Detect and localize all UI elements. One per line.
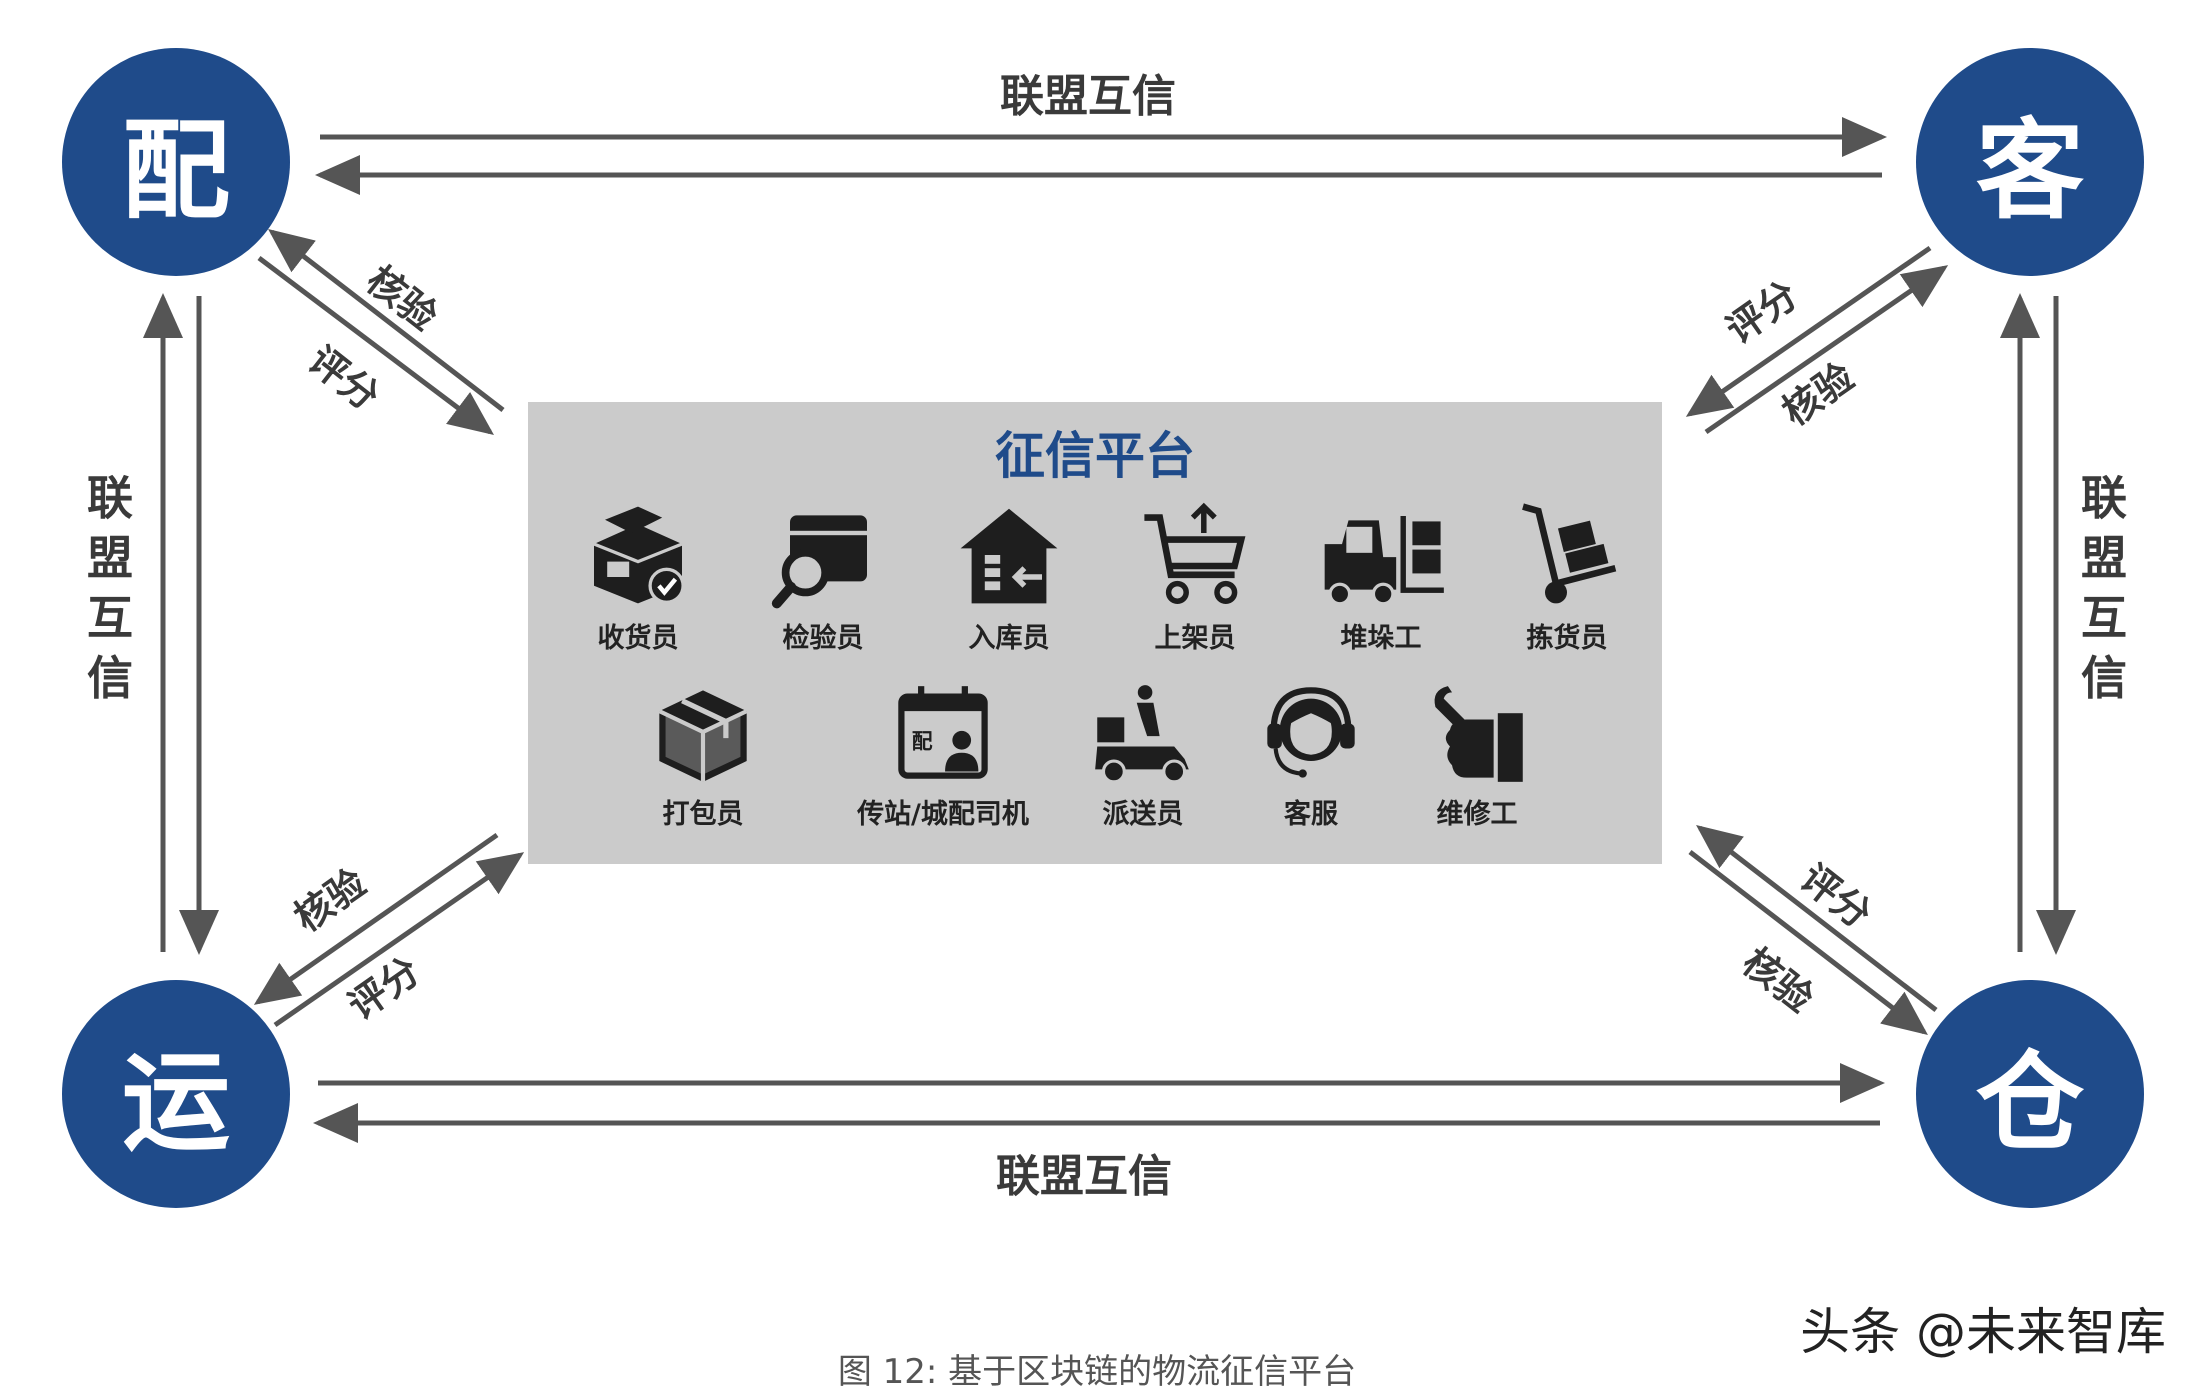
figure-caption: 图 12: 基于区块链的物流征信平台	[837, 1352, 1357, 1392]
role-picker: 拣货员	[1482, 500, 1652, 655]
node-cang-label: 仓	[1975, 1041, 2084, 1166]
warehouse-inbound-icon	[960, 508, 1058, 604]
arrow-platform-to-cang	[1688, 850, 1928, 1036]
node-yun: 运	[62, 980, 290, 1208]
role-picker-label: 拣货员	[1526, 623, 1608, 654]
alliance-label-right: 联盟互信	[2081, 471, 2127, 705]
arrow-yun-to-platform	[273, 852, 525, 1028]
platform-title: 征信平台	[995, 427, 1195, 485]
role-driver: 配 传站/城配司机	[828, 682, 1058, 831]
forklift-icon	[1324, 516, 1444, 606]
role-inspector-label: 检验员	[782, 623, 864, 654]
role-inbound: 入库员	[924, 500, 1094, 655]
arrow-pei-to-platform	[257, 256, 494, 436]
role-customer-service: 客服	[1226, 682, 1396, 831]
role-receiver-label: 收货员	[597, 623, 679, 654]
role-repairer: 维修工	[1392, 682, 1562, 831]
delivery-scooter-icon	[1095, 685, 1189, 784]
watermark: 头条 @未来智库	[1800, 1303, 2166, 1361]
arrow-ke-to-platform	[1685, 245, 1932, 417]
headset-agent-icon	[1267, 687, 1355, 778]
wrench-hand-icon	[1434, 686, 1523, 782]
alliance-label-left: 联盟互信	[87, 471, 133, 705]
role-courier-label: 派送员	[1102, 799, 1184, 830]
role-inspector: 检验员	[738, 500, 908, 655]
hand-truck-icon	[1522, 503, 1617, 604]
alliance-label-bottom: 联盟互信	[996, 1151, 1172, 1202]
node-ke-label: 客	[1975, 109, 2084, 234]
node-ke: 客	[1916, 48, 2144, 276]
role-stacker-label: 堆垛工	[1340, 623, 1422, 654]
role-courier: 派送员	[1058, 682, 1228, 831]
arrow-cang-to-platform	[1696, 824, 1938, 1012]
node-yun-label: 运	[121, 1041, 230, 1166]
role-shelver-label: 上架员	[1154, 623, 1236, 654]
credit-platform-panel: 征信平台 收货员 检验员	[528, 402, 1662, 864]
role-driver-label: 传站/城配司机	[857, 799, 1029, 830]
role-inbound-label: 入库员	[968, 623, 1050, 654]
role-stacker: 堆垛工	[1296, 500, 1466, 655]
role-packer: 打包员	[618, 682, 788, 831]
role-repairer-label: 维修工	[1436, 799, 1518, 830]
alliance-label-top: 联盟互信	[1000, 71, 1176, 122]
arrow-platform-to-pei	[268, 228, 505, 412]
node-cang: 仓	[1916, 980, 2144, 1208]
role-customer-service-label: 客服	[1284, 799, 1338, 830]
node-pei-label: 配	[121, 109, 230, 234]
svg-text:配: 配	[912, 730, 933, 754]
role-receiver: 收货员	[553, 500, 723, 655]
inspect-magnifier-icon	[771, 515, 867, 609]
role-shelver: 上架员	[1110, 500, 1280, 655]
role-packer-label: 打包员	[662, 799, 744, 830]
arrow-platform-to-yun	[253, 832, 499, 1005]
node-pei: 配	[62, 48, 290, 276]
driver-calendar-icon: 配	[898, 686, 988, 779]
receive-box-icon	[593, 506, 685, 604]
arrow-platform-to-ke	[1704, 265, 1949, 435]
shelving-cart-icon	[1144, 502, 1246, 604]
package-box-icon	[658, 690, 748, 782]
